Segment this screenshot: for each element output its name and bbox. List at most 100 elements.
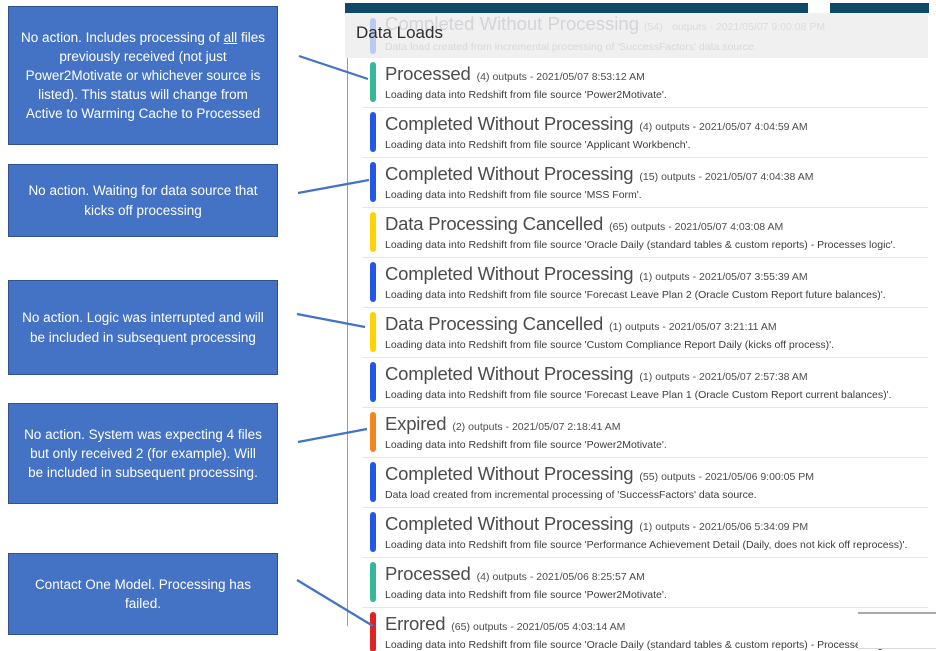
output-count: (4): [476, 71, 490, 83]
data-load-entry[interactable]: Data Processing Cancelled(65)outputs - 2…: [362, 208, 928, 258]
status-label: Errored: [385, 613, 446, 634]
callout-errored-note: Contact One Model. Processing has failed…: [8, 553, 278, 635]
overlay-box: [858, 612, 936, 649]
data-load-entry[interactable]: Processed(4)outputs - 2021/05/07 8:53:12…: [362, 58, 928, 108]
status-color-bar: [370, 112, 376, 152]
entry-text: Completed Without Processing (55)outputs …: [385, 461, 928, 501]
entry-text: Errored (65)outputs - 2021/05/05 4:03:14 …: [385, 611, 928, 651]
status-color-bar: [370, 212, 376, 252]
callout-processed-note: No action. Includes processing of all fi…: [8, 6, 278, 145]
status-color-bar: [370, 562, 376, 602]
entry-timestamp: outputs - 2021/05/07 2:57:38 AM: [655, 371, 808, 383]
entry-timestamp: outputs - 2021/05/07 3:21:11 AM: [625, 321, 777, 333]
entry-timestamp: outputs - 2021/05/06 9:00:05 PM: [661, 471, 815, 483]
entry-text: Processed(4)outputs - 2021/05/07 8:53:12…: [385, 61, 928, 101]
entry-text: Completed Without Processing (4)outputs -…: [385, 111, 928, 151]
status-label: Completed Without Processing: [385, 463, 634, 484]
window-chrome-bar-right: [830, 3, 929, 13]
data-load-entry[interactable]: Completed Without Processing (1)outputs -…: [362, 508, 928, 558]
data-load-entry[interactable]: Completed Without Processing (1)outputs -…: [362, 258, 928, 308]
status-label: Data Processing Cancelled: [385, 313, 604, 334]
callout-completed-without-processing-note: No action. Waiting for data source that …: [8, 164, 278, 237]
callout-cancelled-note: No action. Logic was interrupted and wil…: [8, 280, 278, 375]
data-load-entry[interactable]: Completed Without Processing (4)outputs -…: [362, 108, 928, 158]
entry-timestamp: outputs - 2021/05/07 2:18:41 AM: [468, 421, 621, 433]
entry-timestamp: outputs - 2021/05/07 4:04:59 AM: [655, 121, 808, 133]
status-label: Expired: [385, 413, 447, 434]
entry-description: Loading data into Redshift from file sou…: [385, 589, 667, 601]
output-count: (4): [476, 571, 490, 583]
entry-description: Loading data into Redshift from file sou…: [385, 539, 908, 551]
status-label: Processed: [385, 563, 471, 584]
entry-title-line: Completed Without Processing (1)outputs -…: [385, 263, 928, 285]
entry-timestamp: outputs - 2021/05/07 4:03:08 AM: [630, 221, 784, 233]
status-label: Completed Without Processing: [385, 113, 634, 134]
data-load-entry[interactable]: Completed Without Processing (55)outputs …: [362, 458, 928, 508]
entry-timestamp: outputs - 2021/05/05 4:03:14 AM: [472, 621, 626, 633]
status-color-bar: [370, 312, 376, 352]
status-color-bar: [370, 612, 376, 651]
output-count: (55): [639, 471, 659, 483]
entry-description: Loading data into Redshift from file sou…: [385, 89, 667, 101]
entry-text: Completed Without Processing (1)outputs -…: [385, 261, 928, 301]
callout-text: No action. Includes processing of all fi…: [21, 29, 265, 122]
ghost-entry-description: Data load created from incremental proce…: [385, 41, 757, 53]
status-label: Completed Without Processing: [385, 263, 634, 284]
entry-description: Loading data into Redshift from file sou…: [385, 289, 886, 301]
status-color-bar: [370, 262, 376, 302]
output-count: (1): [609, 321, 622, 333]
entry-text: Processed (4)outputs - 2021/05/06 8:25:57…: [385, 561, 928, 601]
entry-title-line: Data Processing Cancelled(65)outputs - 2…: [385, 213, 928, 235]
data-load-entry[interactable]: Completed Without Processing (1)outputs -…: [362, 358, 928, 408]
entry-description: Loading data into Redshift from file sou…: [385, 189, 642, 201]
entry-timestamp: outputs - 2021/05/06 5:34:09 PM: [655, 521, 809, 533]
status-color-bar: [370, 412, 376, 452]
ghost-status-label: Completed Without Processing: [385, 13, 639, 34]
entry-description: Loading data into Redshift from file sou…: [385, 639, 896, 651]
entry-title-line: Completed Without Processing (1)outputs -…: [385, 363, 928, 385]
ghost-data-load-entry: Completed Without Processing (54) outputs…: [345, 13, 928, 58]
entry-timestamp: outputs - 2021/05/07 3:55:39 AM: [655, 271, 808, 283]
callout-text: No action. Logic was interrupted and wil…: [22, 310, 264, 345]
ghost-entry-meta: outputs - 2021/05/07 9:00:08 PM: [672, 21, 826, 33]
entry-timestamp: outputs - 2021/05/06 8:25:57 AM: [492, 571, 645, 583]
data-load-entry[interactable]: Expired (2)outputs - 2021/05/07 2:18:41 A…: [362, 408, 928, 458]
output-count: (1): [639, 371, 653, 383]
data-load-entry[interactable]: Completed Without Processing(15)outputs …: [362, 158, 928, 208]
callout-text: Contact One Model. Processing has failed…: [34, 576, 252, 611]
ghost-entry-title: Completed Without Processing (54) outputs…: [385, 13, 825, 35]
entry-text: Completed Without Processing(15)outputs …: [385, 161, 928, 201]
page-title: Data Loads: [356, 23, 443, 42]
output-count: (65): [451, 621, 470, 633]
status-label: Completed Without Processing: [385, 363, 634, 384]
status-label: Completed Without Processing: [385, 513, 634, 534]
output-count: (1): [639, 521, 653, 533]
output-count: (1): [639, 271, 653, 283]
entry-timestamp: outputs - 2021/05/07 4:04:38 AM: [661, 171, 814, 183]
entry-timestamp: outputs - 2021/05/07 8:53:12 AM: [492, 71, 645, 83]
data-load-entry[interactable]: Processed (4)outputs - 2021/05/06 8:25:57…: [362, 558, 928, 608]
entry-title-line: Processed(4)outputs - 2021/05/07 8:53:12…: [385, 63, 928, 85]
entry-title-line: Completed Without Processing (1)outputs -…: [385, 513, 928, 535]
entry-description: Loading data into Redshift from file sou…: [385, 139, 691, 151]
callout-text: No action. System was expecting 4 files …: [24, 426, 262, 481]
window-chrome-bar-left: [345, 3, 808, 13]
output-count: (4): [639, 121, 653, 133]
ghost-output-count: (54): [643, 21, 663, 33]
entry-description: Loading data into Redshift from file sou…: [385, 439, 667, 451]
entry-title-line: Expired (2)outputs - 2021/05/07 2:18:41 A…: [385, 413, 928, 435]
callout-expired-note: No action. System was expecting 4 files …: [8, 403, 278, 504]
entry-description: Loading data into Redshift from file sou…: [385, 239, 896, 251]
entry-description: Loading data into Redshift from file sou…: [385, 339, 835, 351]
status-label: Completed Without Processing: [385, 163, 634, 184]
entry-text: Data Processing Cancelled (1)outputs - 20…: [385, 311, 928, 351]
data-load-entry[interactable]: Data Processing Cancelled (1)outputs - 20…: [362, 308, 928, 358]
callout-text: No action. Waiting for data source that …: [28, 183, 258, 218]
status-color-bar: [370, 162, 376, 202]
entry-text: Completed Without Processing (1)outputs -…: [385, 511, 928, 551]
entry-title-line: Processed (4)outputs - 2021/05/06 8:25:57…: [385, 563, 928, 585]
output-count: (2): [452, 421, 466, 433]
data-load-entry[interactable]: Errored (65)outputs - 2021/05/05 4:03:14 …: [362, 608, 928, 651]
ghost-status-color-bar: [370, 18, 376, 54]
status-color-bar: [370, 512, 376, 552]
